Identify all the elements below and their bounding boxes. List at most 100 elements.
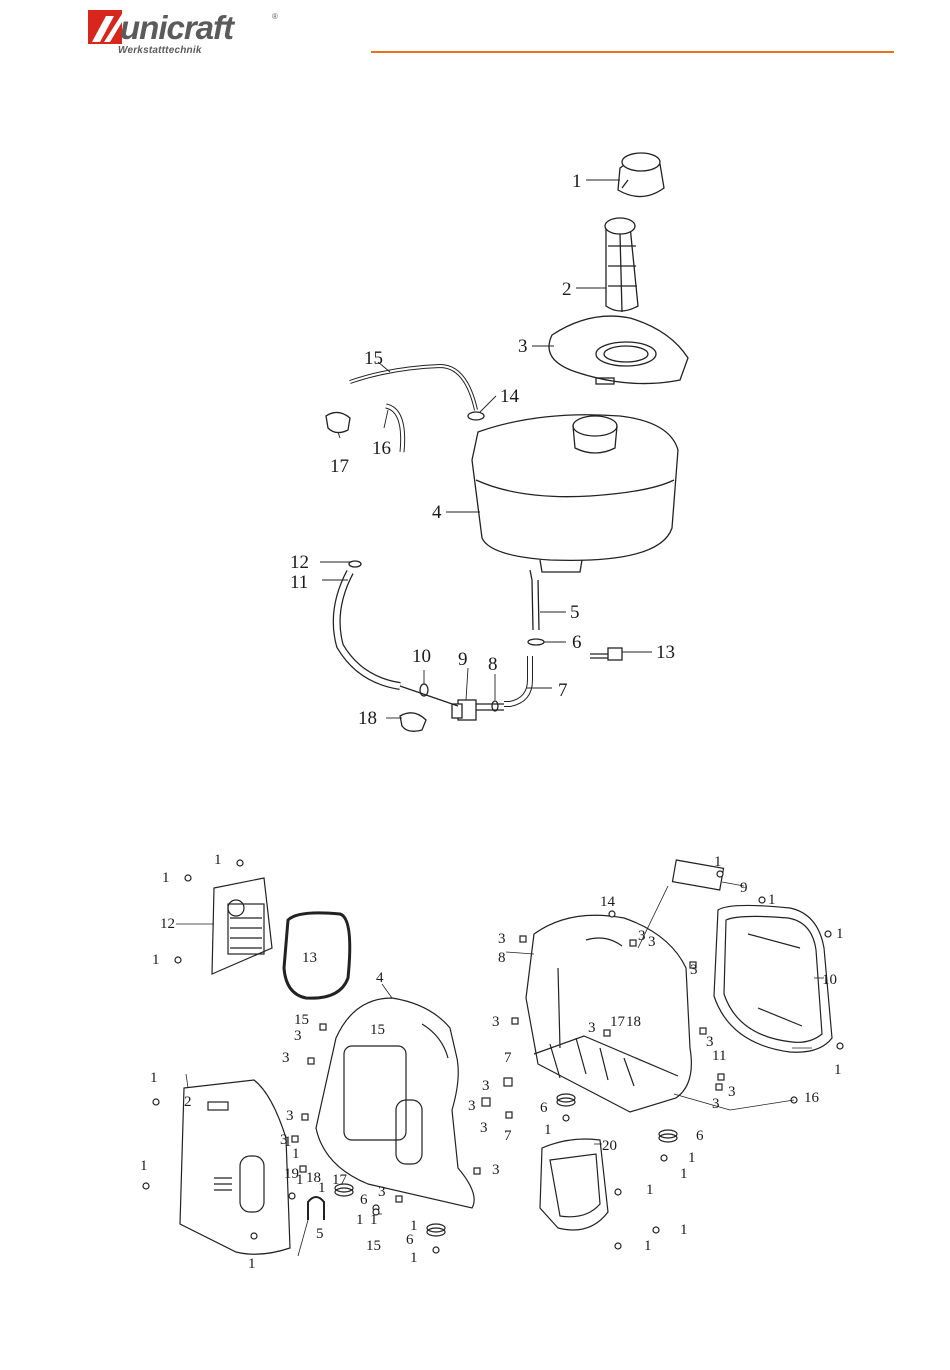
callout-4: 4 [376, 970, 384, 986]
callout-7: 7 [504, 1128, 512, 1144]
grommet-14 [468, 412, 484, 420]
fuel-tank-drawing [472, 415, 678, 580]
callout-1: 1 [834, 1062, 842, 1078]
callout-10: 10 [412, 646, 431, 667]
callout-1: 1 [140, 1158, 148, 1174]
callout-3: 3 [588, 1020, 596, 1036]
callout-6: 6 [572, 632, 582, 653]
callout-12: 12 [290, 552, 309, 573]
callout-15: 15 [294, 1012, 309, 1028]
callout-3: 3 [480, 1120, 488, 1136]
callout-3: 3 [518, 336, 528, 357]
knob-18 [400, 713, 426, 732]
side-panels-exploded-view: 1 1 1 1 1 1 1 1 1 1 1 1 1 1 1 1 1 1 1 1 … [130, 848, 860, 1288]
callout-20: 20 [602, 1138, 617, 1154]
callout-3: 3 [638, 928, 646, 944]
callout-5: 5 [316, 1226, 324, 1242]
breather-valve-17 [326, 412, 350, 432]
fuel-tank-exploded-view: 1 2 3 4 5 6 7 8 9 10 11 12 13 14 15 16 1… [290, 140, 710, 740]
callout-3: 3 [712, 1096, 720, 1112]
callout-15: 15 [366, 1238, 381, 1254]
callout-1: 1 [644, 1238, 652, 1254]
callout-4: 4 [432, 502, 442, 523]
side-cover-2 [180, 1080, 290, 1254]
callout-1: 1 [410, 1250, 418, 1266]
callout-9: 9 [458, 649, 468, 670]
callout-3: 3 [482, 1078, 490, 1094]
callout-1: 1 [714, 854, 722, 870]
callout-14: 14 [600, 894, 616, 910]
fuel-strainer-drawing [605, 218, 638, 312]
callout-13: 13 [302, 950, 317, 966]
callout-3: 3 [690, 962, 698, 978]
registered-mark: ® [272, 12, 278, 21]
callout-9: 9 [740, 880, 748, 896]
callout-18: 18 [358, 708, 377, 729]
muffler-cover-12 [212, 878, 272, 974]
filter-box-20 [540, 1139, 608, 1230]
tank-cover-drawing [549, 316, 688, 384]
u-clip-5 [308, 1197, 324, 1220]
callout-7: 7 [504, 1050, 512, 1066]
callout-3: 3 [294, 1028, 302, 1044]
callout-1: 1 [646, 1182, 654, 1198]
callout-17: 17 [330, 456, 349, 477]
callout-3: 3 [378, 1184, 386, 1200]
callout-3: 3 [648, 934, 656, 950]
callout-6: 6 [696, 1128, 704, 1144]
callout-3: 3 [282, 1050, 290, 1066]
callout-11: 11 [712, 1048, 726, 1064]
callout-1: 1 [150, 1070, 158, 1086]
callout-6: 6 [540, 1100, 548, 1116]
callout-16: 16 [372, 438, 391, 459]
washer-6 [528, 639, 544, 645]
callout-6: 6 [406, 1232, 414, 1248]
callout-14: 14 [500, 386, 520, 407]
callout-16: 16 [804, 1090, 820, 1106]
callout-2: 2 [184, 1094, 192, 1110]
callout-1: 1 [152, 952, 160, 968]
clamp-12 [349, 561, 361, 567]
callout-3: 3 [498, 931, 506, 947]
callout-17: 17 [332, 1172, 348, 1188]
callout-6: 6 [360, 1192, 368, 1208]
callout-5: 5 [570, 602, 580, 623]
callout-13: 13 [656, 642, 675, 663]
callout-1: 1 [680, 1222, 688, 1238]
callout-15: 15 [370, 1022, 385, 1038]
unicraft-logo: unicraft ® Werkstatttechnik [86, 6, 286, 62]
callout-1: 1 [680, 1166, 688, 1182]
callout-1: 1 [836, 926, 844, 942]
callout-10: 10 [822, 972, 837, 988]
callout-1: 1 [356, 1212, 364, 1228]
hose-11 [337, 572, 400, 686]
fuel-cap-drawing [618, 153, 664, 197]
callout-8: 8 [488, 654, 498, 675]
callout-11: 11 [290, 572, 308, 593]
callout-12: 12 [160, 916, 175, 932]
callout-18: 18 [626, 1014, 641, 1030]
callout-3: 3 [286, 1108, 294, 1124]
callout-1: 1 [248, 1256, 256, 1272]
brand-tagline: Werkstatttechnik [118, 45, 202, 56]
callout-3: 3 [468, 1098, 476, 1114]
bolt-13 [590, 648, 622, 660]
callout-3: 3 [728, 1084, 736, 1100]
callout-1: 1 [572, 171, 582, 192]
callout-18: 18 [306, 1170, 321, 1186]
callout-1: 1 [292, 1146, 300, 1162]
callout-1: 1 [370, 1212, 378, 1228]
callout-3: 3 [280, 1132, 288, 1148]
header-rule [371, 51, 894, 53]
callout-1: 1 [768, 892, 776, 908]
callout-1: 1 [544, 1122, 552, 1138]
callout-7: 7 [558, 680, 568, 701]
callout-1: 1 [688, 1150, 696, 1166]
callout-2: 2 [562, 279, 572, 300]
callout-1: 1 [162, 870, 170, 886]
callout-8: 8 [498, 950, 506, 966]
brand-name: unicraft [120, 10, 233, 46]
callout-3: 3 [492, 1162, 500, 1178]
side-panel-10 [714, 905, 832, 1052]
callout-19: 19 [284, 1166, 299, 1182]
